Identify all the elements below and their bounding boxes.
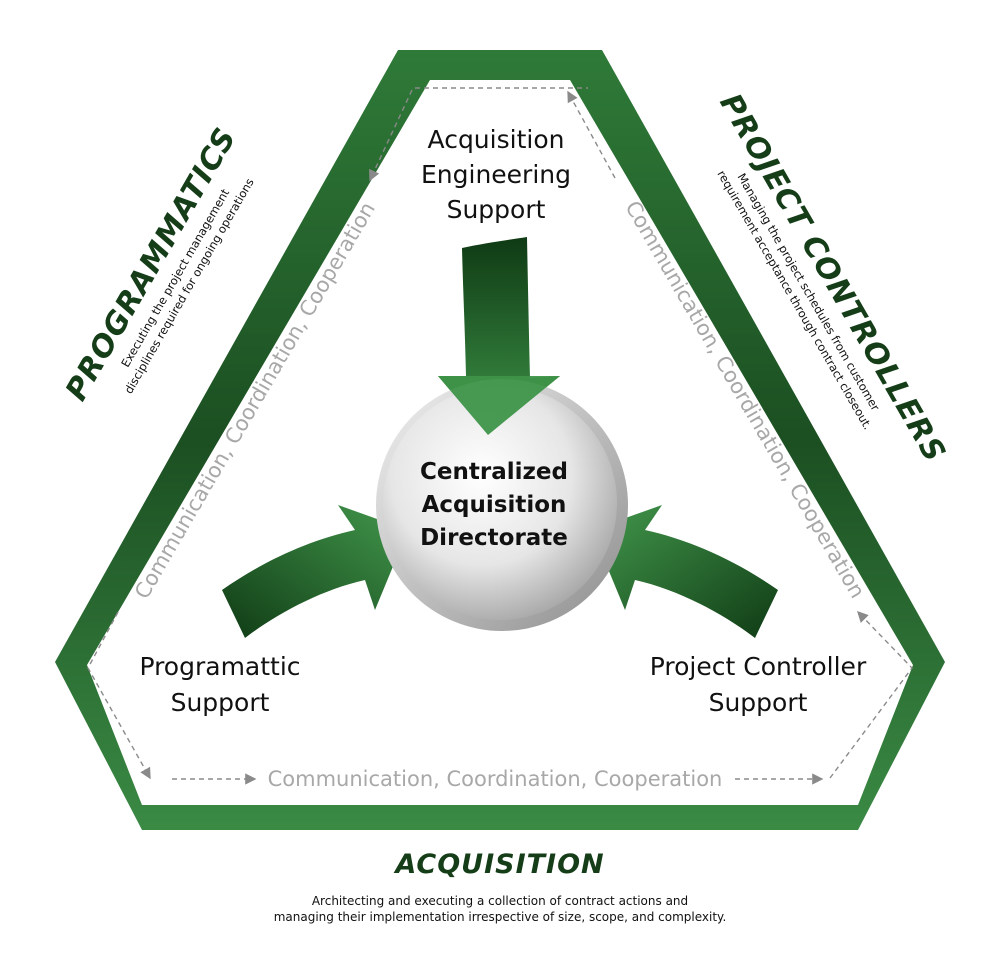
programmatic-label-line2: Support: [171, 688, 270, 717]
dashed-connector-right-upper: [567, 90, 616, 179]
arrow-controller-to-center: [592, 505, 778, 638]
acquisition-desc-line2: managing their implementation irrespecti…: [274, 910, 727, 924]
engineering-label-line1: Acquisition: [428, 125, 565, 154]
center-label-line2: Acquisition: [422, 492, 567, 518]
center-label-line3: Directorate: [420, 525, 568, 551]
acquisition-desc-line1: Architecting and executing a collection …: [312, 894, 688, 908]
arrow-programmatic-to-center: [222, 505, 408, 638]
center-sphere: [383, 386, 617, 620]
controller-label-line1: Project Controller: [650, 652, 867, 681]
dashed-connector-right-lower: [829, 610, 913, 779]
dashed-connector-left-lower: [87, 611, 151, 780]
controller-label-line2: Support: [709, 688, 808, 717]
arrow-engineering-tip: [438, 376, 560, 435]
connector-label-bottom: Communication, Coordination, Cooperation: [268, 767, 723, 791]
engineering-label-line2: Engineering: [421, 160, 571, 189]
center-label-line1: Centralized: [420, 459, 568, 485]
engineering-label-line3: Support: [447, 195, 546, 224]
dashed-connector-left: [369, 89, 413, 182]
programmatic-label-line1: Programattic: [139, 652, 300, 681]
acquisition-title: ACQUISITION: [393, 849, 604, 880]
